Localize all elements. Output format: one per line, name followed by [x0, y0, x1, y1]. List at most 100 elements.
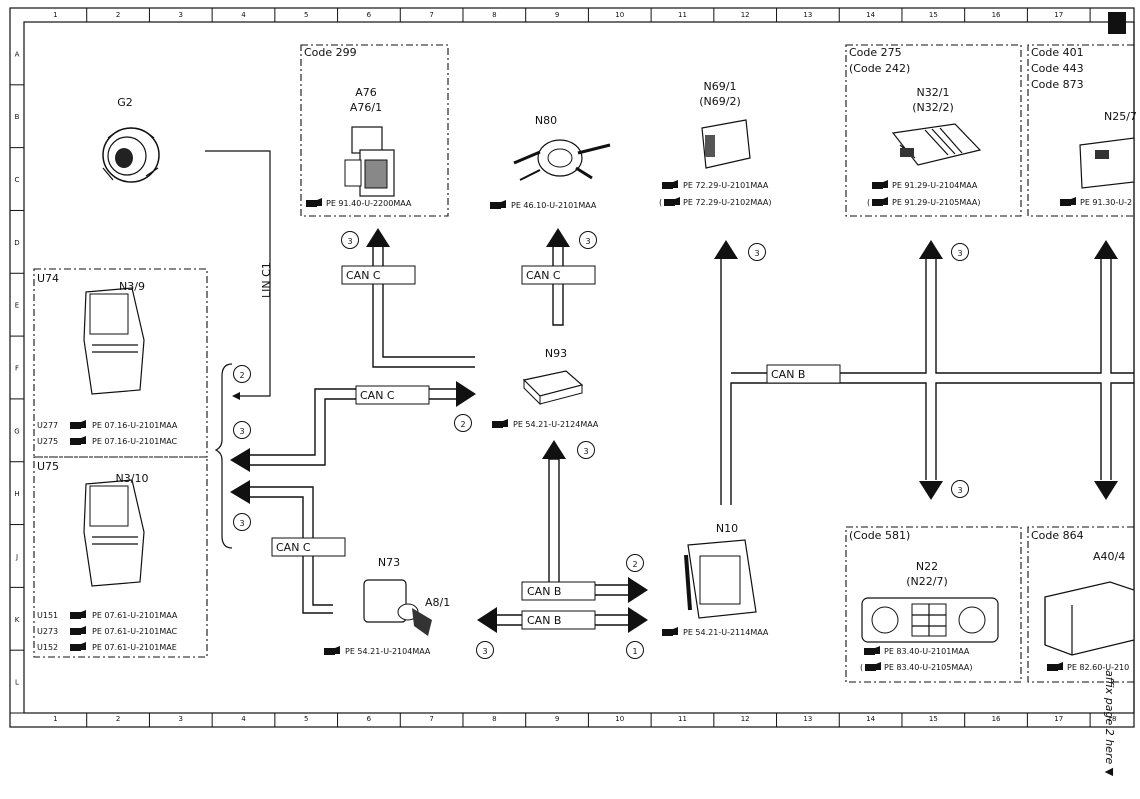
grid-col-label: 17 — [1054, 11, 1063, 19]
svg-text:1: 1 — [632, 647, 637, 656]
grid-row-label: D — [14, 239, 19, 247]
n310-drawing — [83, 479, 145, 587]
n322-name: (N32/2) — [912, 101, 954, 114]
n39-name: N3/9 — [119, 280, 145, 293]
circle-1-canb: 1 — [626, 641, 644, 659]
circle-3-canb-left: 3 — [476, 641, 494, 659]
grid-col-label: 11 — [678, 11, 687, 19]
n32-ref2: PE 91.29-U-2105MAA) — [892, 198, 981, 207]
grid-col-label: 5 — [304, 715, 308, 723]
svg-text:3: 3 — [754, 249, 759, 258]
grid-row-label: H — [14, 490, 19, 498]
grid-col-label: 9 — [555, 11, 559, 19]
grid-ticks: 1122334455667788991010111112121313141415… — [10, 8, 1135, 727]
u74-code: U74 — [37, 272, 59, 285]
n25-code2: Code 443 — [1031, 62, 1084, 75]
circle-3-n93: 3 — [577, 441, 595, 459]
circle-2-canb: 2 — [626, 554, 644, 572]
grid-col-label: 11 — [678, 715, 687, 723]
n25-ref: PE 91.30-U-2 — [1080, 198, 1132, 207]
grid-col-label: 15 — [929, 715, 938, 723]
svg-text:3: 3 — [583, 447, 588, 456]
grid-col-label: 10 — [615, 715, 624, 723]
grid-row-label: L — [15, 679, 19, 687]
n32-code2: (Code 242) — [849, 62, 910, 75]
a76-drawing — [344, 126, 395, 197]
n93-ref: PE 54.21-U-2124MAA — [513, 420, 599, 429]
a81-name: A8/1 — [425, 596, 450, 609]
grid-col-label: 4 — [241, 715, 246, 723]
circle-2-n93: 2 — [454, 414, 472, 432]
svg-text:2: 2 — [632, 560, 637, 569]
grid-col-label: 17 — [1054, 715, 1063, 723]
grid-col-label: 15 — [929, 11, 938, 19]
a40-ref: PE 82.60-U-210 — [1067, 663, 1129, 672]
component-drawings — [83, 119, 1135, 656]
n25-name: N25/7 — [1104, 110, 1137, 123]
n80-ref: PE 46.10-U-2101MAA — [511, 201, 597, 210]
circle-3-n80: 3 — [579, 231, 597, 249]
affix-note: affix page 2 here ▼ — [1103, 670, 1116, 777]
n10-drawing — [684, 539, 757, 619]
bus-label-can-c-1: CAN C — [346, 269, 381, 282]
n69-drawing — [701, 119, 751, 169]
n80-name: N80 — [535, 114, 557, 127]
n73-name: N73 — [378, 556, 400, 569]
bus-lines — [205, 150, 1134, 633]
grid-col-label: 3 — [179, 715, 183, 723]
circle-3-left-a: 3 — [233, 421, 251, 439]
frame-n25 — [1027, 44, 1134, 217]
bus-label-can-c-3: CAN C — [360, 389, 395, 402]
n25-code1: Code 401 — [1031, 46, 1084, 59]
grid-col-label: 18 — [1108, 715, 1117, 723]
svg-text:U277: U277 — [37, 421, 58, 430]
n32-ref1: PE 91.29-U-2104MAA — [892, 181, 978, 190]
bracket — [214, 363, 233, 549]
circle-3-left-b: 3 — [233, 513, 251, 531]
circle-3-n32: 3 — [951, 243, 969, 261]
grid-row-label: B — [15, 113, 20, 121]
grid-col-label: 1 — [53, 11, 57, 19]
grid-col-label: 16 — [992, 715, 1001, 723]
u75-ref1: PE 07.61-U-2101MAA — [92, 611, 178, 620]
n10-name: N10 — [716, 522, 738, 535]
n73-drawing — [363, 579, 432, 636]
n32-drawing — [891, 123, 982, 166]
u75-ref2: PE 07.61-U-2101MAC — [92, 627, 178, 636]
a40-code: Code 864 — [1031, 529, 1084, 542]
svg-text:U275: U275 — [37, 437, 58, 446]
n22-code: (Code 581) — [849, 529, 910, 542]
grid-col-label: 2 — [116, 715, 120, 723]
corner-tab-marker — [1108, 12, 1126, 34]
n25-code3: Code 873 — [1031, 78, 1084, 91]
grid-col-label: 7 — [429, 715, 433, 723]
a76-ref: PE 91.40-U-2200MAA — [326, 199, 412, 208]
grid-col-label: 14 — [866, 11, 875, 19]
n692-name: (N69/2) — [699, 95, 741, 108]
u74-ref1: PE 07.16-U-2101MAA — [92, 421, 178, 430]
n22-name: N22 — [916, 560, 938, 573]
n73-ref: PE 54.21-U-2104MAA — [345, 647, 431, 656]
lin-line — [205, 150, 271, 397]
frame-n32 — [845, 44, 1022, 217]
grid-frame: 1122334455667788991010111112121313141415… — [9, 7, 1135, 728]
svg-text:(: ( — [659, 198, 662, 207]
svg-text:3: 3 — [347, 237, 352, 246]
n22-ref1: PE 83.40-U-2101MAA — [884, 647, 970, 656]
grid-col-label: 4 — [241, 11, 246, 19]
n25-drawing — [1079, 137, 1135, 189]
bus-label-can-b-2: CAN B — [527, 614, 561, 627]
u75-ref3: PE 07.61-U-2101MAE — [92, 643, 177, 652]
grid-col-label: 3 — [179, 11, 183, 19]
n80-drawing — [513, 139, 611, 181]
grid-col-label: 14 — [866, 715, 875, 723]
grid-row-label: F — [15, 365, 19, 373]
grid-row-label: C — [15, 176, 20, 184]
frame-u75 — [33, 456, 208, 658]
component-labels: G2 Code 299 A76 A76/1 PE 91.40-U-2200MAA… — [37, 46, 1137, 672]
grid-col-label: 13 — [803, 715, 812, 723]
a76-name: A76 — [355, 86, 377, 99]
grid-col-label: 5 — [304, 11, 308, 19]
n310-name: N3/10 — [116, 472, 149, 485]
svg-text:3: 3 — [482, 647, 487, 656]
